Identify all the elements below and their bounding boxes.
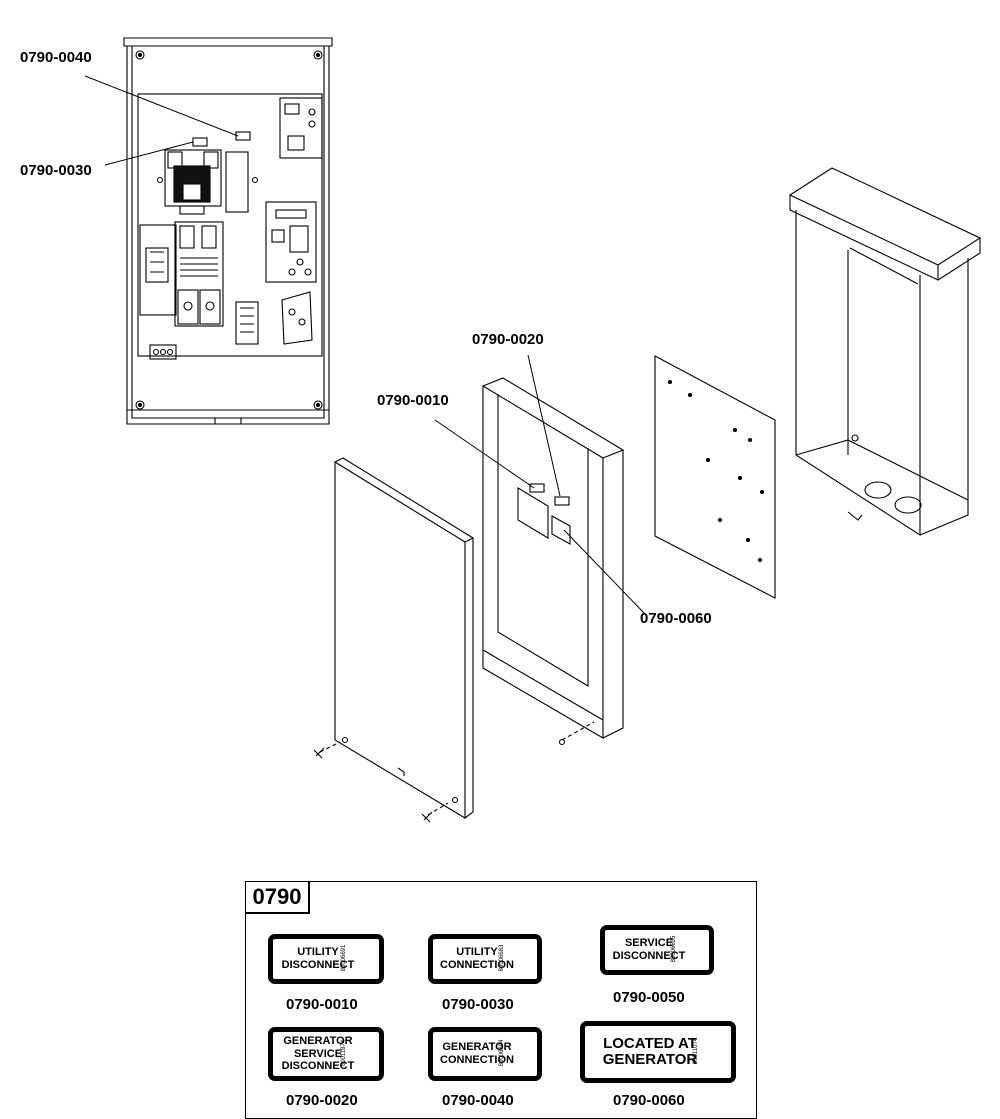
decal-line: SERVICE: [293, 1047, 343, 1060]
decal-part-number: 80006683: [499, 944, 505, 972]
leader-lines: [84, 75, 646, 615]
legend-title: 0790: [246, 882, 310, 914]
dead-front-frame: [481, 377, 625, 746]
decal-utility-disconnect: UTILITY DISCONNECT 80006691: [268, 934, 384, 984]
decal-line: UTILITY: [456, 946, 498, 959]
decal-utility-connection: UTILITY CONNECTION 80006683: [428, 934, 542, 984]
decal-line: UTILITY: [297, 946, 339, 959]
enclosure-box: [788, 167, 982, 537]
decal-caption: 0790-0020: [286, 1092, 358, 1109]
decal-line: CONNECTION: [440, 1054, 514, 1066]
decal-part-number: 80006691: [341, 944, 347, 972]
decal-caption: 0790-0060: [613, 1092, 685, 1109]
decal-line: CONNECTION: [440, 959, 514, 971]
decal-line: SERVICE: [624, 937, 674, 950]
outer-cover: [313, 457, 475, 823]
interior-panel-assembly: [123, 37, 333, 425]
callout-0790-0040: 0790-0040: [20, 49, 92, 66]
decal-line: GENERATOR: [602, 1051, 698, 1068]
decal-line: LOCATED AT: [603, 1035, 697, 1053]
decal-service-disconnect: SERVICE DISCONNECT 80006695: [600, 925, 714, 975]
decal-caption: 0790-0010: [286, 996, 358, 1013]
callout-0790-0020: 0790-0020: [472, 331, 544, 348]
callout-0790-0030: 0790-0030: [20, 162, 92, 179]
exploded-view-drawing: [84, 37, 982, 823]
decal-caption: 0790-0040: [442, 1092, 514, 1109]
callout-0790-0010: 0790-0010: [377, 392, 449, 409]
decal-caption: 0790-0050: [613, 989, 685, 1006]
decal-line: GENERATOR: [442, 1041, 512, 1054]
decal-part-number: 80011074: [693, 1037, 699, 1065]
decal-line: DISCONNECT: [281, 1060, 355, 1073]
decal-line: DISCONNECT: [612, 950, 686, 962]
decal-generator-connection: GENERATOR CONNECTION 80006694: [428, 1027, 542, 1081]
decal-caption: 0790-0030: [442, 996, 514, 1013]
decal-part-number: 80006695: [671, 935, 677, 963]
mounting-plate: [654, 355, 776, 599]
decal-line: GENERATOR: [283, 1035, 353, 1048]
callout-0790-0060: 0790-0060: [640, 610, 712, 627]
decal-line: DISCONNECT: [281, 959, 355, 971]
decal-part-number: 80006694: [499, 1039, 505, 1067]
decal-located-at-generator: LOCATED AT GENERATOR 80011074: [580, 1021, 736, 1083]
decal-legend: 0790 UTILITY DISCONNECT 80006691 0790-00…: [245, 881, 757, 1119]
decal-part-number: 80011874: [341, 1039, 347, 1067]
decal-generator-service-disconnect: GENERATOR SERVICE DISCONNECT 80011874: [268, 1027, 384, 1081]
